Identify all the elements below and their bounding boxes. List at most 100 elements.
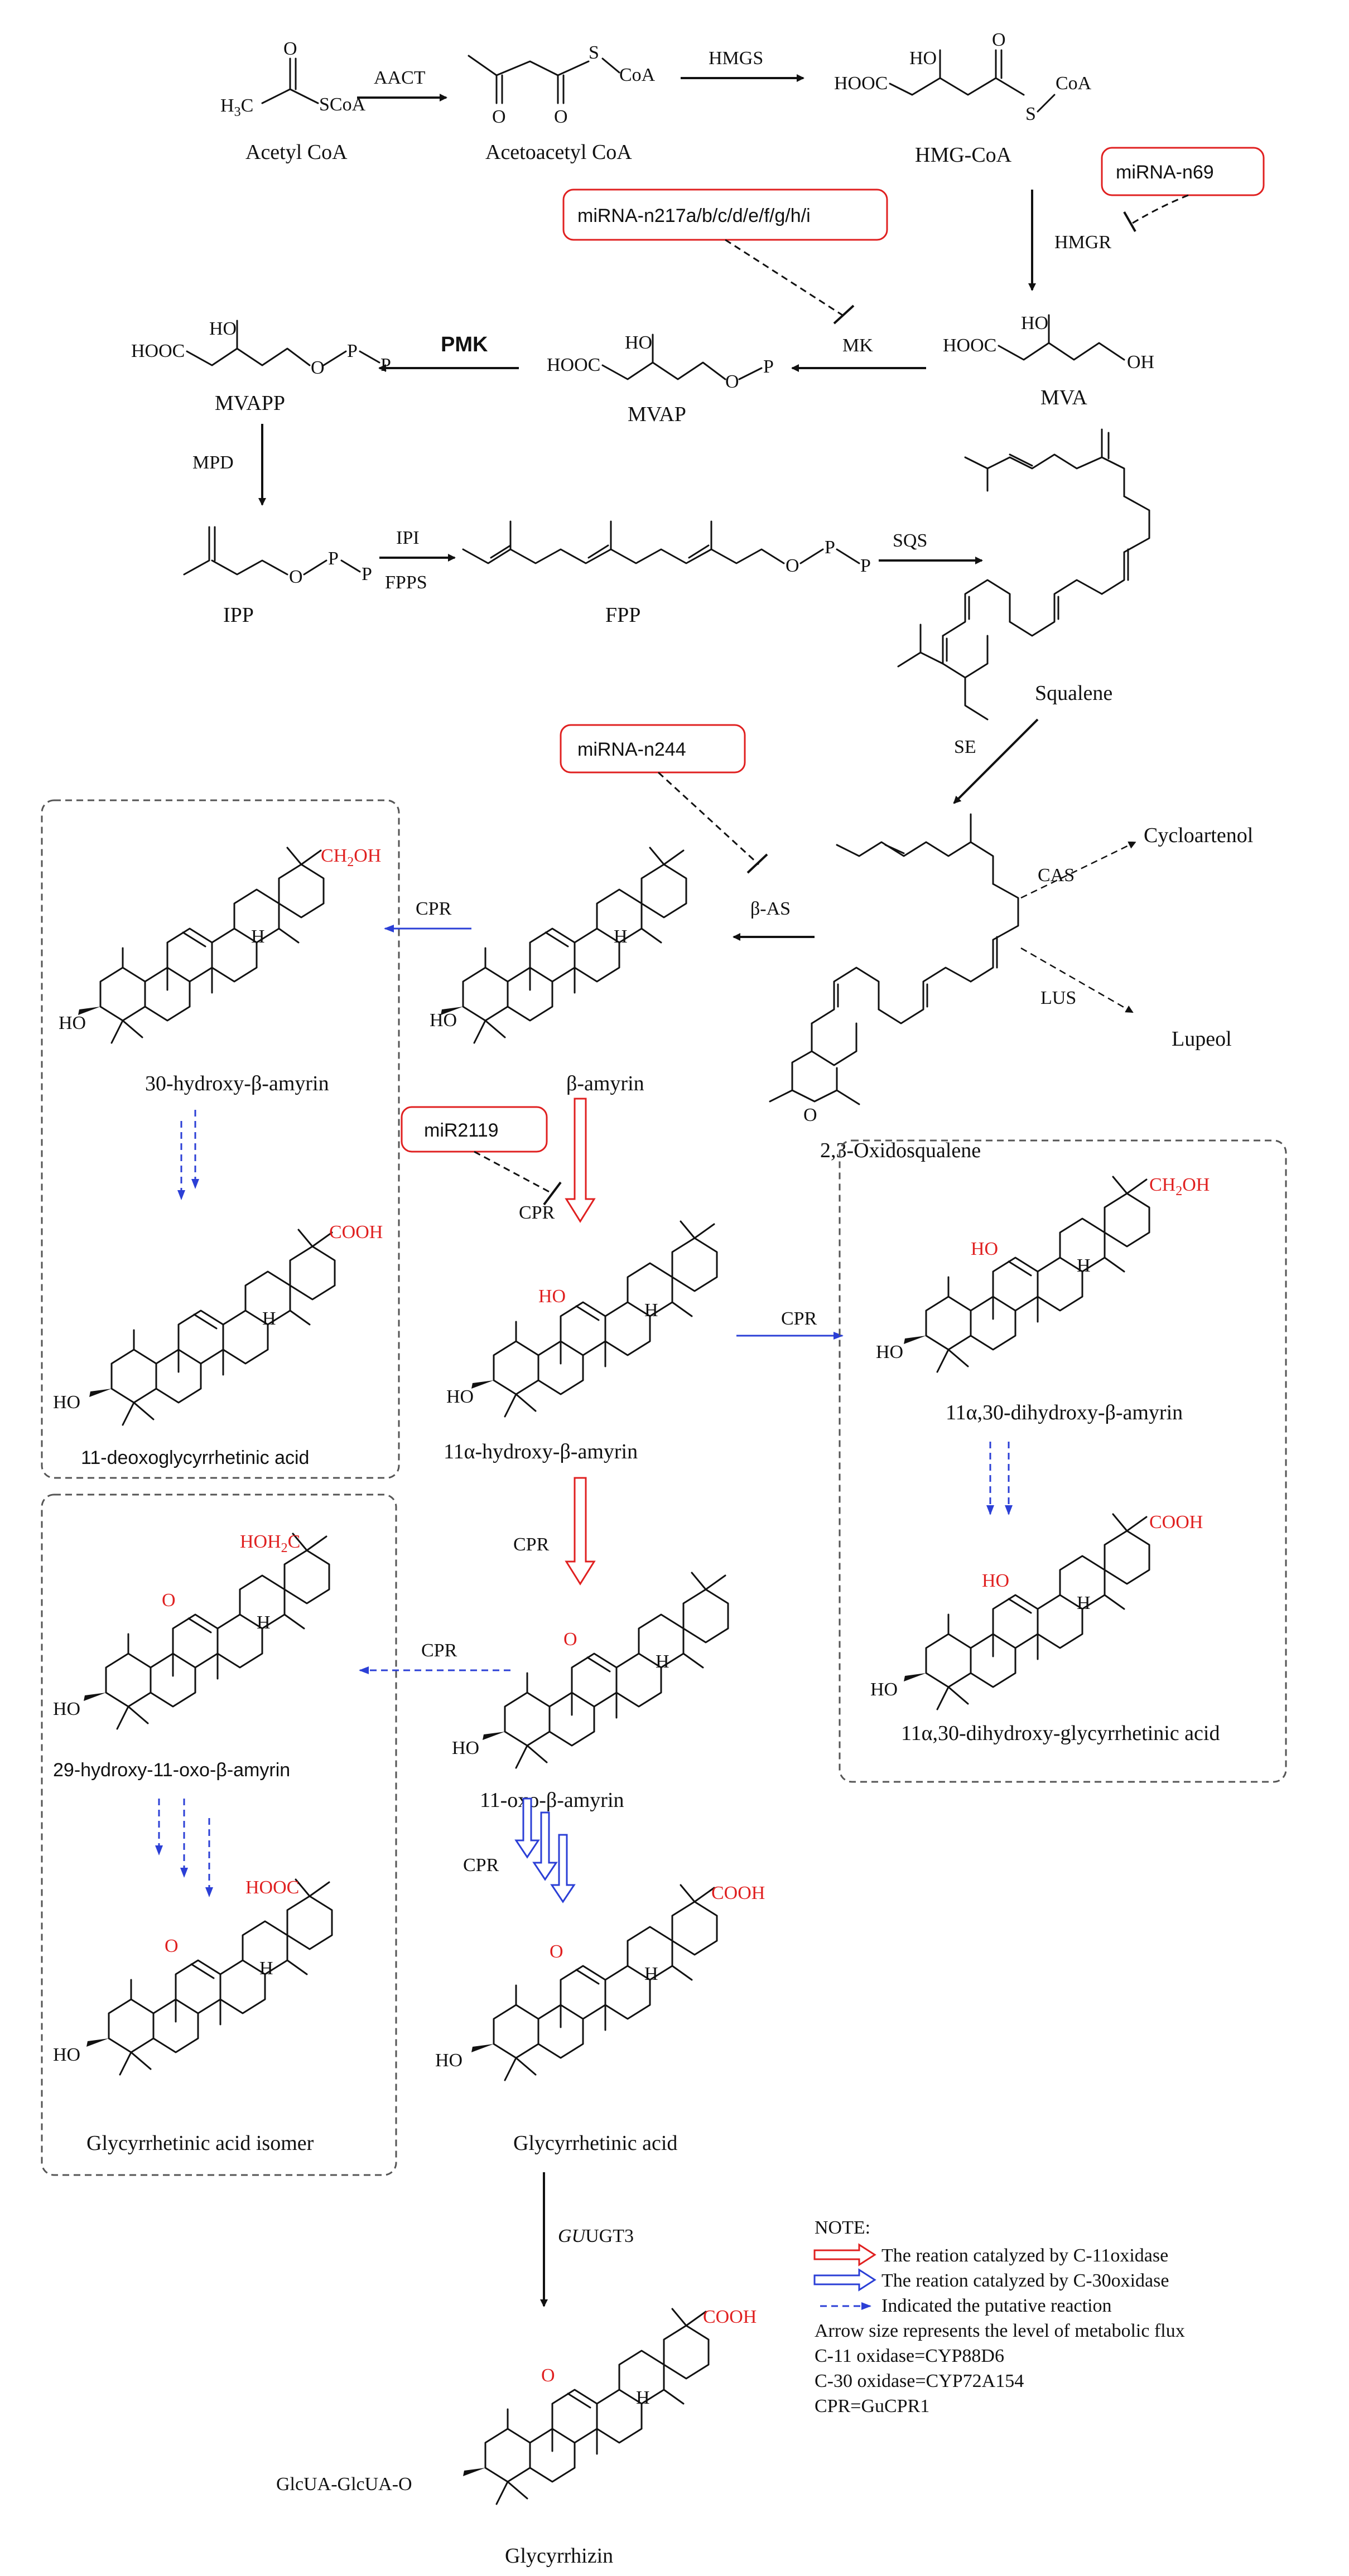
label-cycloartenol: Cycloartenol [1144, 824, 1253, 847]
atom-o: O [554, 107, 568, 127]
oxo11-beta-amyrin-structure: HO H O [452, 1572, 729, 1769]
mvap-structure: HOOC HO O P [547, 332, 774, 392]
label-fpp: FPP [605, 603, 640, 627]
mva-structure: HOOC HO OH [943, 313, 1154, 373]
mirna-n244-label: miRNA-n244 [577, 739, 686, 760]
atom-hooc: HOOC [245, 1877, 299, 1898]
atom-o-11: O [563, 1629, 577, 1650]
enzyme-cpr: CPR [781, 1308, 817, 1329]
atom-ho-11: HO [982, 1570, 1009, 1591]
atom-ho-11: HO [538, 1286, 566, 1307]
note-c30: C-30 oxidase=CYP72A154 [815, 2371, 1024, 2391]
fpp-structure: O P P [462, 520, 871, 576]
glycyrrhetinic-acid-structure: HO H O COOH [435, 1883, 765, 2081]
atom-ho: HO [53, 1699, 80, 1719]
enzyme-cpr: CPR [513, 1534, 550, 1555]
dihydroxy-glycyrrhetinic-structure: HO H HO COOH [870, 1512, 1203, 1710]
atom-coa: CoA [619, 65, 656, 85]
enzyme-ipi: IPI [396, 528, 420, 548]
label-ipp: IPP [223, 603, 254, 627]
atom-p: P [763, 356, 774, 377]
atom-h3c: H3C [220, 95, 253, 119]
atom-ho: HO [909, 48, 937, 69]
beta-amyrin-structure: HO H [430, 847, 687, 1044]
label-glycyrrhizin: Glycyrrhizin [505, 2544, 613, 2568]
mvapp-structure: HOOC HO O P P [131, 318, 391, 378]
atom-ch2oh: CH2OH [321, 845, 381, 869]
label-acetyl-coa: Acetyl CoA [245, 141, 348, 164]
atom-o-11: O [541, 2365, 555, 2386]
label-oxidosqualene: 2,3-Oxidosqualene [820, 1139, 981, 1162]
enzyme-cpr: CPR [463, 1855, 499, 1876]
label-squalene: Squalene [1035, 682, 1112, 705]
atom-p: P [380, 355, 391, 375]
enzyme-cpr: CPR [519, 1202, 555, 1223]
arrow-se [953, 718, 1039, 804]
label-dihydroxy-beta-amyrin: 11α,30-dihydroxy-β-amyrin [946, 1401, 1183, 1424]
note-cpr: CPR=GuCPR1 [815, 2396, 929, 2416]
inhibition-mir2119 [474, 1151, 553, 1195]
enzyme-sqs: SQS [893, 530, 927, 551]
atom-h: H [636, 2387, 650, 2408]
atom-glcua: GlcUA-GlcUA-O [276, 2474, 412, 2495]
hydroxy11a-beta-amyrin-structure: HO H HO [446, 1220, 718, 1418]
label-lupeol: Lupeol [1172, 1027, 1232, 1051]
atom-h: H [1077, 1593, 1091, 1613]
note-blue: The reation catalyzed by C-30oxidase [881, 2270, 1169, 2291]
enzyme-hmgr: HMGR [1054, 232, 1111, 253]
enzyme-aact: AACT [374, 67, 426, 88]
legend-blue-arrow [813, 2268, 876, 2292]
arrow-lus [1020, 947, 1134, 1013]
note-c11: C-11 oxidase=CYP88D6 [815, 2346, 1004, 2366]
label-beta-amyrin: β-amyrin [566, 1072, 644, 1095]
atom-s: S [589, 42, 599, 63]
atom-oh: OH [1127, 352, 1154, 373]
atom-ho: HO [53, 1392, 80, 1413]
legend-red-arrow [813, 2243, 876, 2266]
label-mvap: MVAP [628, 403, 686, 426]
note-size: Arrow size represents the level of metab… [815, 2321, 1185, 2341]
atom-ho: HO [53, 2045, 80, 2065]
enzyme-cpr: CPR [416, 898, 452, 919]
dihydroxy-beta-amyrin-structure: HO H HO CH2OH [876, 1175, 1210, 1373]
atom-ho: HO [870, 1679, 898, 1700]
mirna-n69-box [1101, 147, 1265, 196]
atom-cooh: COOH [703, 2307, 757, 2327]
label-hmg-coa: HMG-CoA [915, 143, 1012, 167]
atom-h: H [257, 1612, 271, 1633]
legend-note: NOTE: The reation catalyzed by C-11oxida… [813, 2217, 1185, 2416]
atom-hoh2c: HOH2C [240, 1531, 300, 1555]
atom-cooh: COOH [329, 1222, 383, 1243]
note-title: NOTE: [815, 2217, 870, 2238]
enzyme-se: SE [954, 737, 976, 757]
atom-o: O [992, 30, 1006, 50]
enzyme-pmk: PMK [441, 333, 488, 356]
atom-h: H [259, 1958, 273, 1979]
atom-ho: HO [59, 1013, 86, 1033]
enzyme-guugt3: GUUGT3 [558, 2226, 634, 2246]
label-acetoacetyl-coa: Acetoacetyl CoA [485, 141, 632, 164]
ipp-structure: O P P [183, 526, 372, 587]
atom-o: O [289, 567, 303, 587]
atom-o: O [786, 555, 799, 576]
atom-hooc: HOOC [943, 335, 996, 356]
enzyme-mk: MK [842, 335, 873, 356]
enzyme-cpr: CPR [421, 1640, 457, 1661]
mirna-n244-box [560, 724, 746, 774]
label-mvapp: MVAPP [215, 392, 285, 415]
atom-ho: HO [625, 332, 652, 353]
enzyme-lus: LUS [1040, 988, 1076, 1008]
atom-o-11: O [162, 1590, 176, 1611]
atom-ho: HO [209, 318, 237, 339]
atom-ho: HO [430, 1010, 457, 1031]
atom-ho-11: HO [971, 1239, 998, 1259]
hmg-coa-structure: HOOC HO O S CoA [834, 30, 1092, 124]
atom-cooh: COOH [1149, 1512, 1203, 1533]
atom-o: O [311, 357, 325, 378]
label-oxo11-beta-amyrin: 11-oxo-β-amyrin [480, 1789, 624, 1812]
atom-h: H [1077, 1255, 1091, 1276]
acetoacetyl-coa-structure: O O S CoA [468, 42, 656, 127]
label-hydroxy30-beta-amyrin: 30-hydroxy-β-amyrin [145, 1072, 329, 1095]
atom-h: H [644, 1964, 658, 1984]
